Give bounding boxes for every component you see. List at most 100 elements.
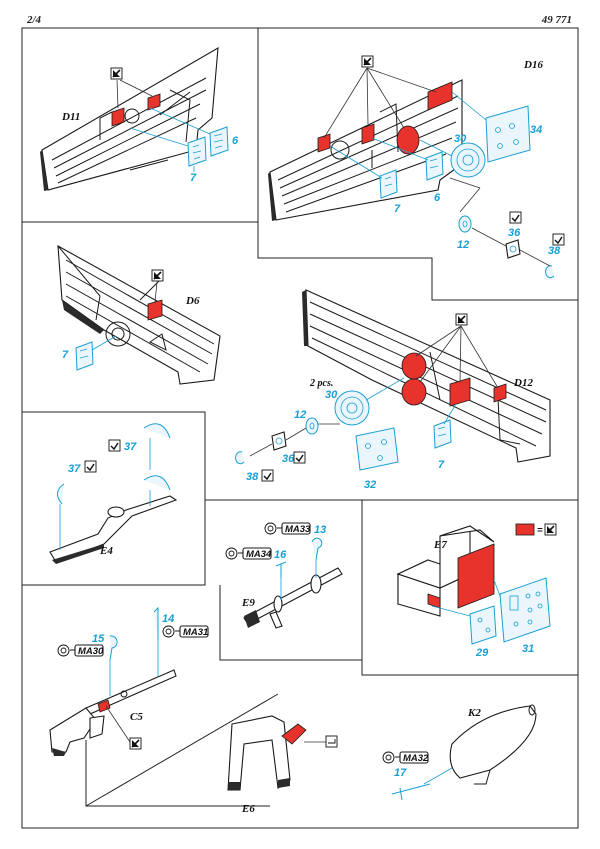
pe-clip-37b-top bbox=[143, 423, 171, 439]
glue-icon bbox=[325, 735, 338, 748]
pe-disc-30b bbox=[334, 390, 370, 426]
part-e4 bbox=[49, 495, 178, 564]
fold-icon bbox=[552, 233, 565, 246]
door-d11 bbox=[40, 46, 219, 191]
part-number-15: 15 bbox=[92, 633, 105, 645]
red-panel-d12-b bbox=[493, 383, 507, 403]
label-e7: E7 bbox=[433, 539, 447, 551]
panel-e4: 37 37 E4 bbox=[49, 423, 178, 564]
label-k2: K2 bbox=[467, 707, 481, 719]
pe-plate-32 bbox=[355, 427, 399, 471]
code-tag-ma33 bbox=[281, 522, 311, 535]
panel-e6: E6 bbox=[227, 715, 338, 815]
part-36a bbox=[505, 239, 521, 259]
code-tag-ma32 bbox=[399, 751, 429, 764]
red-panel-d16-b bbox=[361, 123, 375, 145]
page-number: 2/4 bbox=[27, 14, 42, 26]
red-panel-d6 bbox=[147, 299, 163, 321]
label-d12: D12 bbox=[513, 377, 533, 389]
part-number-7: 7 bbox=[190, 172, 197, 184]
fold-icon bbox=[84, 460, 97, 473]
code-ma34: MA34 bbox=[246, 549, 272, 560]
door-d12 bbox=[302, 289, 551, 463]
part-number-38: 38 bbox=[548, 245, 561, 257]
panel-d16: D16 30 34 7 6 12 bbox=[268, 55, 565, 279]
paint-icon bbox=[151, 269, 164, 282]
panel-d6: D6 7 bbox=[57, 245, 221, 385]
coil-icon bbox=[225, 547, 238, 560]
part-number-12: 12 bbox=[457, 239, 469, 251]
red-panel-d11-b bbox=[147, 93, 161, 111]
pe-part-6a bbox=[209, 126, 229, 157]
pe-part-7a bbox=[187, 136, 207, 167]
panel-frames bbox=[21, 27, 579, 829]
part-number-36: 36 bbox=[508, 227, 521, 239]
pe-disc-30a bbox=[450, 142, 486, 178]
label-d6: D6 bbox=[185, 295, 200, 307]
pe-part-15 bbox=[109, 635, 118, 661]
paint-icon bbox=[129, 737, 142, 750]
pe-part-7c bbox=[75, 341, 94, 371]
pe-plate-34 bbox=[485, 105, 531, 163]
label-c5: C5 bbox=[130, 711, 143, 723]
red-panel-d12-a bbox=[449, 377, 471, 407]
code-ma33: MA33 bbox=[285, 524, 311, 535]
part-number-36: 36 bbox=[282, 453, 295, 465]
part-36b bbox=[271, 431, 287, 451]
part-c5 bbox=[49, 669, 177, 756]
part-number-7: 7 bbox=[394, 203, 401, 215]
pe-part-7d bbox=[433, 419, 452, 449]
pe-hook-38a bbox=[545, 265, 555, 279]
label-e4: E4 bbox=[99, 545, 113, 557]
quantity-2pcs: 2 pcs. bbox=[309, 378, 333, 389]
pe-bracket-12b bbox=[305, 417, 319, 435]
part-number-31: 31 bbox=[522, 643, 534, 655]
pe-clip-37a bbox=[57, 483, 65, 505]
part-e6 bbox=[227, 715, 307, 791]
part-number-37: 37 bbox=[68, 463, 81, 475]
coil-icon bbox=[382, 751, 395, 764]
legend-equals: = bbox=[537, 525, 543, 536]
coil-icon bbox=[162, 625, 175, 638]
code-ma30: MA30 bbox=[78, 646, 104, 657]
pe-hook-38b bbox=[235, 451, 245, 465]
red-panel-d11-a bbox=[111, 107, 125, 127]
legend-red-swatch bbox=[515, 523, 535, 536]
red-panel-e7 bbox=[457, 543, 495, 609]
part-number-12: 12 bbox=[294, 409, 306, 421]
code-tag-ma31 bbox=[179, 625, 209, 638]
paint-icon bbox=[361, 55, 374, 68]
part-number-14: 14 bbox=[162, 613, 174, 625]
paint-icon bbox=[110, 67, 123, 80]
code-ma32: MA32 bbox=[403, 753, 429, 764]
part-number-32: 32 bbox=[364, 479, 376, 491]
part-number-7: 7 bbox=[438, 459, 445, 471]
panel-d12: D12 2 pcs. 30 32 7 12 36 bbox=[235, 289, 551, 491]
red-disc-d16 bbox=[396, 125, 420, 155]
red-panel-d16-c bbox=[427, 81, 453, 111]
part-number-30: 30 bbox=[325, 389, 338, 401]
part-number-13: 13 bbox=[314, 524, 326, 536]
panel-c5: MA30 15 MA31 14 C5 bbox=[49, 606, 279, 807]
red-disc-d12-a bbox=[401, 352, 427, 380]
coil-icon bbox=[264, 522, 277, 535]
part-number-16: 16 bbox=[274, 549, 287, 561]
label-e6: E6 bbox=[241, 803, 255, 815]
fold-icon bbox=[293, 451, 306, 464]
paint-icon bbox=[544, 523, 557, 536]
code-ma31: MA31 bbox=[183, 627, 208, 638]
fold-icon bbox=[108, 439, 121, 452]
part-number-17: 17 bbox=[394, 767, 407, 779]
code-tag-ma30 bbox=[74, 644, 104, 657]
door-d16 bbox=[268, 79, 463, 221]
part-number-6: 6 bbox=[434, 192, 441, 204]
red-detail-c5 bbox=[97, 699, 111, 713]
legend-paint: = bbox=[515, 523, 557, 536]
part-e7 bbox=[396, 525, 495, 617]
paint-icon bbox=[455, 313, 468, 326]
pe-plate-29 bbox=[469, 605, 497, 645]
part-number-34: 34 bbox=[530, 124, 542, 136]
pe-plate-31 bbox=[499, 577, 551, 643]
red-lever-e6 bbox=[281, 723, 307, 745]
